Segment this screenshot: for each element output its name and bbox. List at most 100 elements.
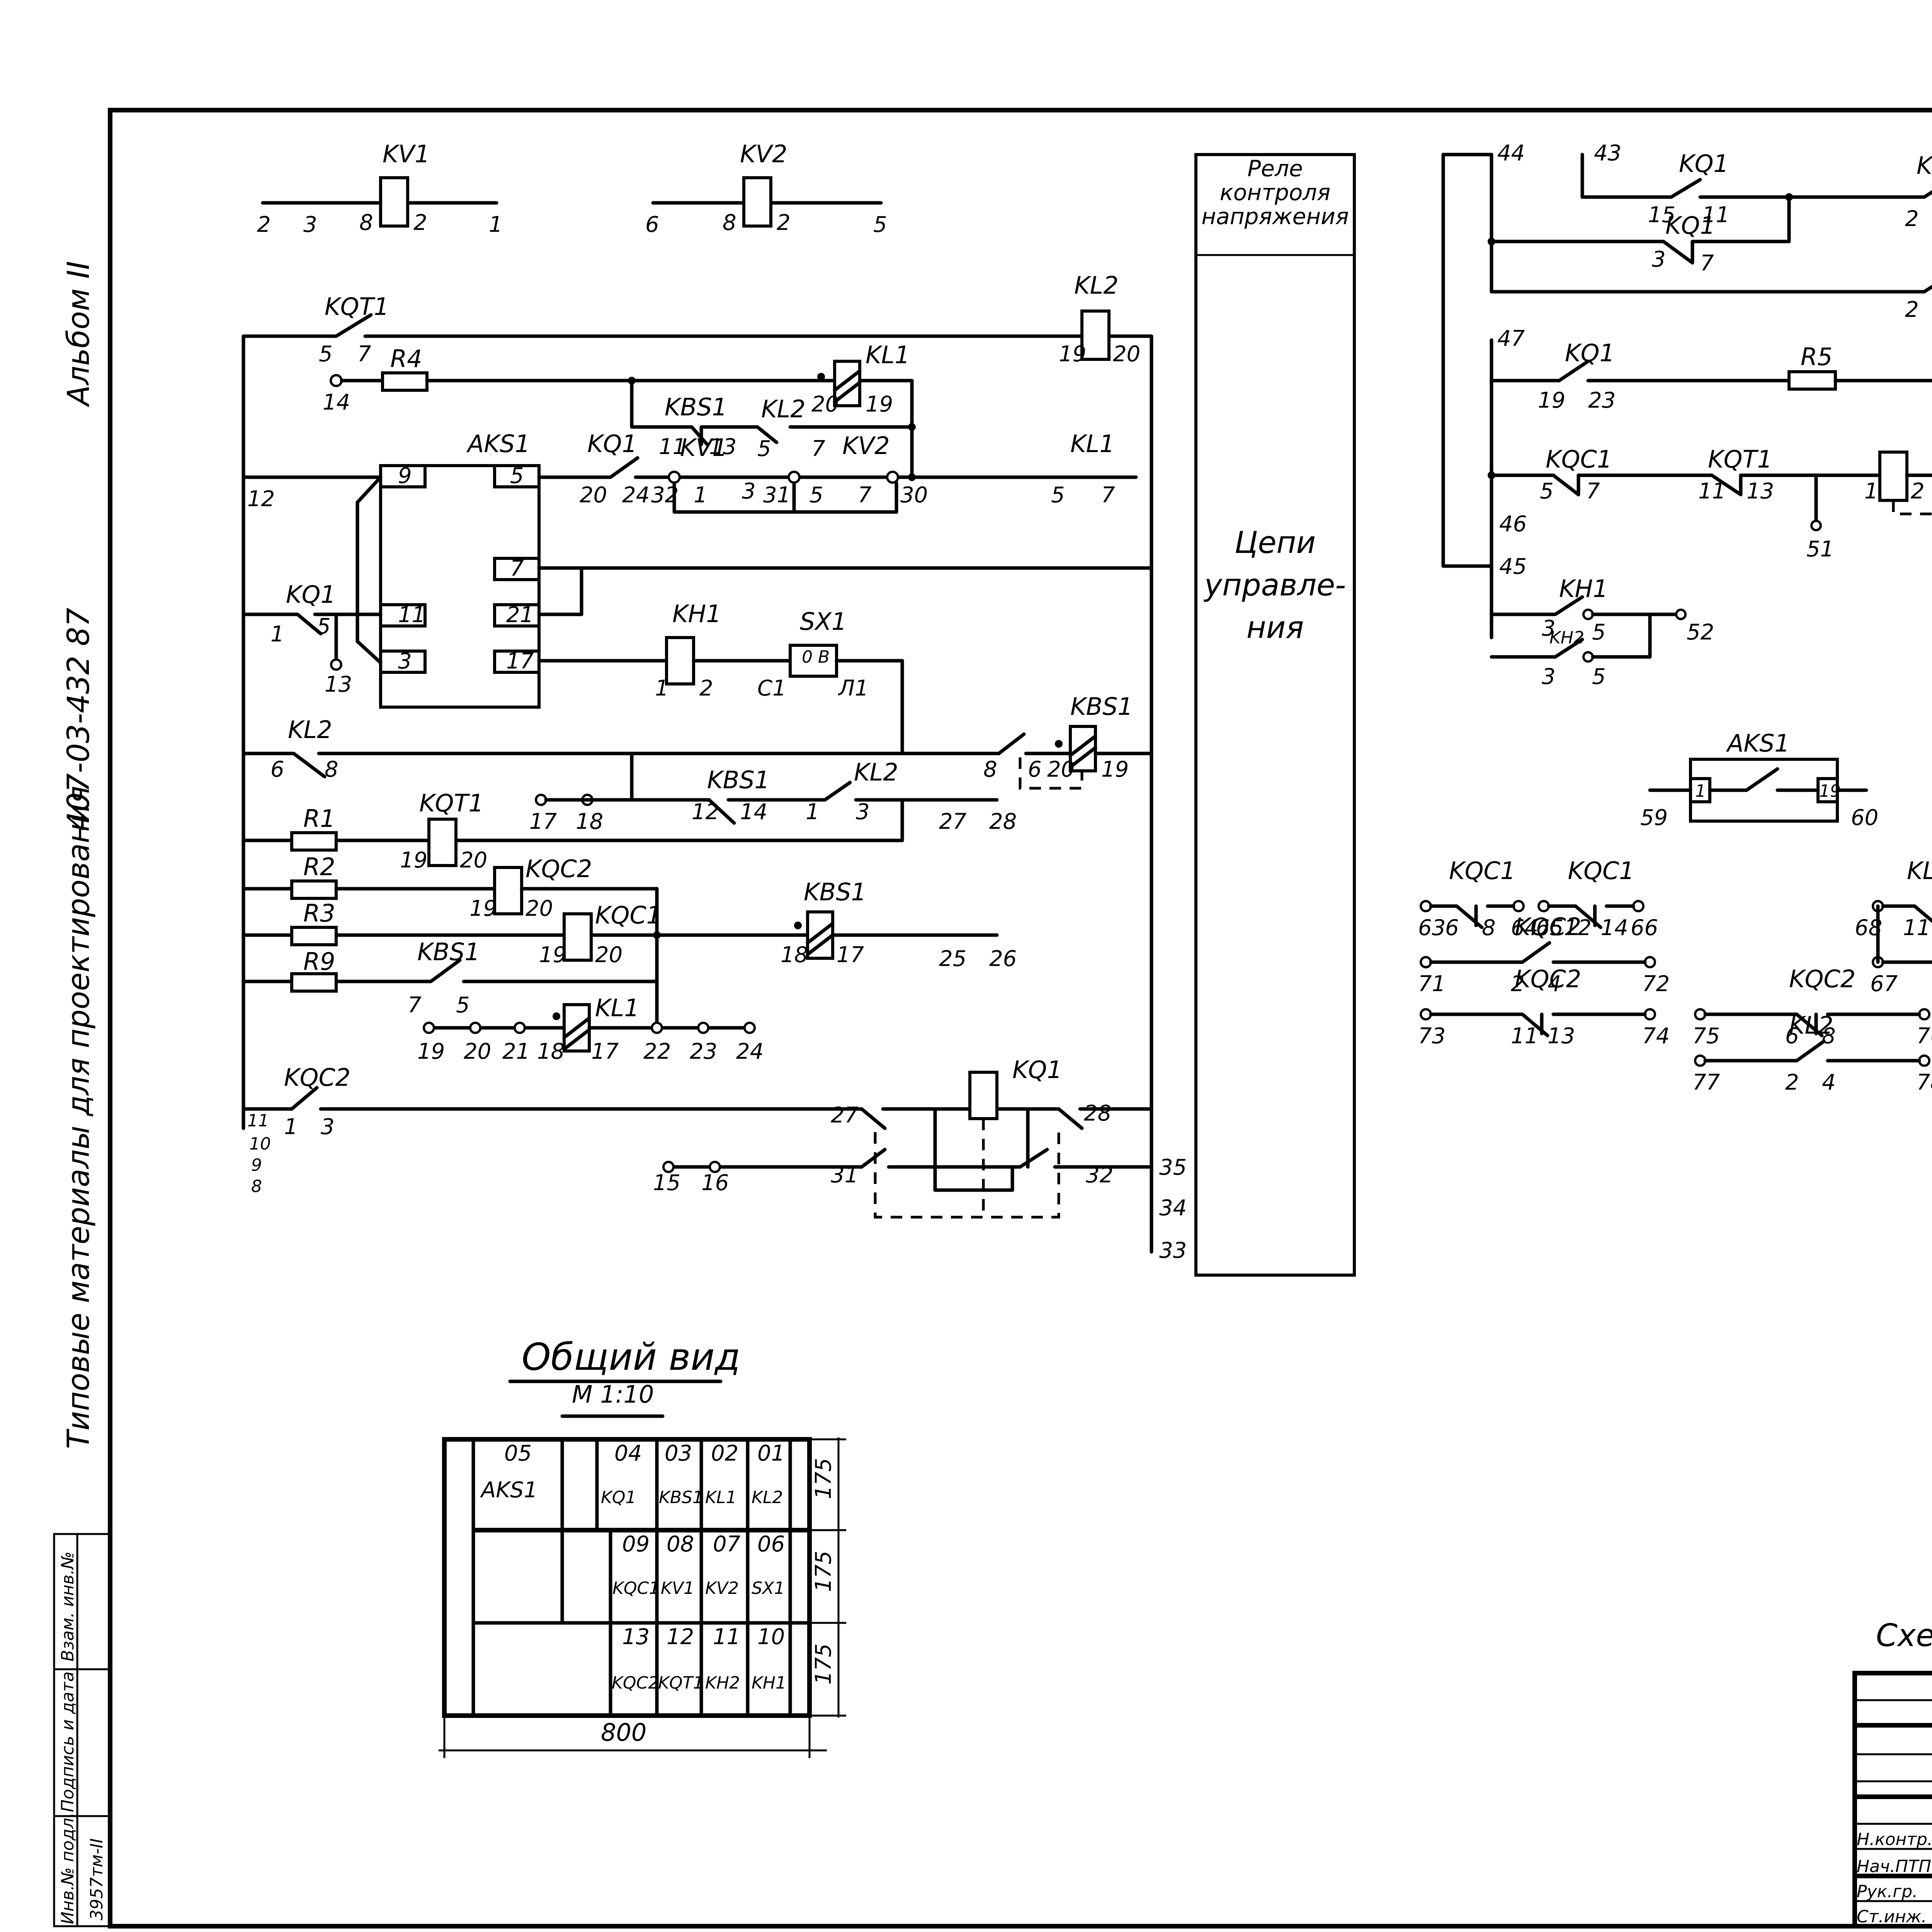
kv1-term: 8 xyxy=(359,210,373,235)
gv-pos: 06 xyxy=(757,1532,785,1557)
terminal-label: 64 xyxy=(1511,915,1538,940)
terminal-label: 11 xyxy=(1903,915,1930,940)
term: 20 xyxy=(1113,342,1140,367)
contacts-area: AKS1 1 19 59 60 KQC2615762KQC1636864KQC1… xyxy=(1418,729,1932,1095)
term: 17 xyxy=(591,1039,619,1064)
term: 19 xyxy=(469,896,497,921)
term: 51 xyxy=(1806,537,1834,562)
term: 11 xyxy=(1698,479,1726,504)
kq1-sig3-label: KQ1 xyxy=(1565,339,1615,367)
term: 20 xyxy=(464,1039,491,1064)
gv-pos: 13 xyxy=(622,1624,650,1650)
terminal-label: 4 xyxy=(1548,971,1561,997)
term: 1 xyxy=(806,799,820,825)
kh2-sig-label: KH2 xyxy=(1549,628,1584,648)
term: 25 xyxy=(939,946,966,971)
term: 45 xyxy=(1499,554,1527,579)
terminal-label: 2 xyxy=(1511,971,1525,997)
role: Ст.инж. xyxy=(1857,1907,1927,1927)
aks1-pin: 19 xyxy=(1819,781,1841,801)
term: 7 xyxy=(1101,483,1115,508)
term: 3 xyxy=(1542,616,1556,641)
term: 6 xyxy=(270,757,284,782)
term: 43 xyxy=(1594,141,1621,166)
term: 15 xyxy=(1648,202,1675,228)
kq1-sig-label: KQ1 xyxy=(1679,150,1729,178)
gv-pos: 03 xyxy=(665,1441,692,1466)
contact-blade xyxy=(1913,904,1932,923)
terminal-label: 14 xyxy=(1601,915,1628,940)
r2-label: R2 xyxy=(303,853,335,881)
term: 19 xyxy=(1538,388,1565,413)
term: 8 xyxy=(325,757,338,782)
gv-pos: 09 xyxy=(622,1532,650,1557)
kbs1-coil-label: KBS1 xyxy=(1070,692,1133,721)
kl2-coil-label: KL2 xyxy=(1074,271,1119,299)
term: 18 xyxy=(537,1039,565,1064)
side-text: Типовые материалы для проектирования 407… xyxy=(61,261,96,1449)
term: 10 xyxy=(249,1134,271,1154)
terminal-label: 6 xyxy=(1445,915,1459,940)
term: 3 xyxy=(742,479,756,504)
gv-name: KL1 xyxy=(705,1488,736,1507)
term: 13 xyxy=(325,672,352,697)
kbs1-contact-label: KBS1 xyxy=(665,393,727,421)
term: 19 xyxy=(417,1039,445,1064)
relay-kv1: KV1 2 3 8 2 1 xyxy=(257,140,503,237)
kv1-term: 2 xyxy=(413,210,427,235)
term: 5 xyxy=(317,614,331,639)
terminal-label: 63 xyxy=(1418,915,1446,940)
term: 20 xyxy=(811,392,839,417)
terminal-label: 76 xyxy=(1917,1024,1932,1049)
term: Л1 xyxy=(838,676,869,701)
terminal-label: 8 xyxy=(1822,1024,1836,1049)
terminal-label: 67 xyxy=(1870,971,1898,997)
term: 20 xyxy=(460,848,487,873)
term: 28 xyxy=(989,809,1017,834)
terminal-label: 11 xyxy=(1511,1024,1538,1049)
stamp-podpis: Подпись и дата xyxy=(58,1672,78,1812)
term: 27 xyxy=(831,1103,859,1128)
terminal-label: 65 xyxy=(1536,915,1563,940)
signal-circuit: 44 43 KQ1 15 11 KQT1 2 4 49 KQ1 3 7 KQC1… xyxy=(1441,141,1932,689)
role: Рук.гр. xyxy=(1857,1882,1918,1901)
contact-label: KQC2 xyxy=(1789,965,1855,993)
kqc1-sig2-label: KQC1 xyxy=(1546,445,1612,473)
gv-pos: 04 xyxy=(614,1441,642,1466)
term: 32 xyxy=(651,483,679,508)
term: 5 xyxy=(757,436,771,461)
contact-blade xyxy=(1795,1039,1826,1063)
gv-dim: 175 xyxy=(811,1643,836,1685)
term: 7 xyxy=(1700,251,1714,276)
term: 2 xyxy=(699,676,713,701)
kl2-contact-label: KL2 xyxy=(761,395,806,423)
term: 20 xyxy=(595,942,622,968)
terminal-label: 12 xyxy=(1564,915,1592,940)
term: 14 xyxy=(740,799,767,825)
term: 7 xyxy=(1586,479,1600,504)
term: 19 xyxy=(866,392,893,417)
term: 2 xyxy=(1905,206,1919,231)
term: 1 xyxy=(694,483,707,508)
r1-label: R1 xyxy=(303,804,335,833)
terminal-label: 74 xyxy=(1642,1024,1670,1049)
contact-label: KL1 xyxy=(1907,857,1932,885)
term: 5 xyxy=(1051,483,1065,508)
kv1-term: 2 xyxy=(257,212,271,237)
aks1-pin: 9 xyxy=(398,463,412,488)
term: 60 xyxy=(1851,805,1878,830)
term: 1 xyxy=(270,622,284,647)
term: 23 xyxy=(1588,388,1616,413)
side-stamp: Взам. инв.№ Подпись и дата Инв.№ подл. 3… xyxy=(53,1533,111,1927)
term: 20 xyxy=(1047,757,1075,782)
term: 21 xyxy=(502,1039,530,1064)
aks1-pin: 17 xyxy=(506,649,534,674)
contact-blade xyxy=(1455,904,1484,929)
r9-label: R9 xyxy=(303,947,335,976)
gv-name: KBS1 xyxy=(659,1488,703,1507)
term: 17 xyxy=(837,942,864,968)
term: 13 xyxy=(1747,479,1774,504)
sx1-label: SX1 xyxy=(800,607,847,636)
